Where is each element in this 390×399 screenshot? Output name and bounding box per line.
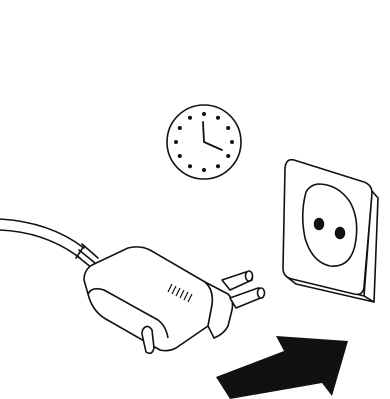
cable-icon: [0, 219, 98, 268]
arrow-icon: [216, 336, 348, 399]
wall-socket-icon: [283, 160, 378, 302]
clock-icon: [167, 105, 241, 179]
charger-icon: [84, 247, 265, 353]
